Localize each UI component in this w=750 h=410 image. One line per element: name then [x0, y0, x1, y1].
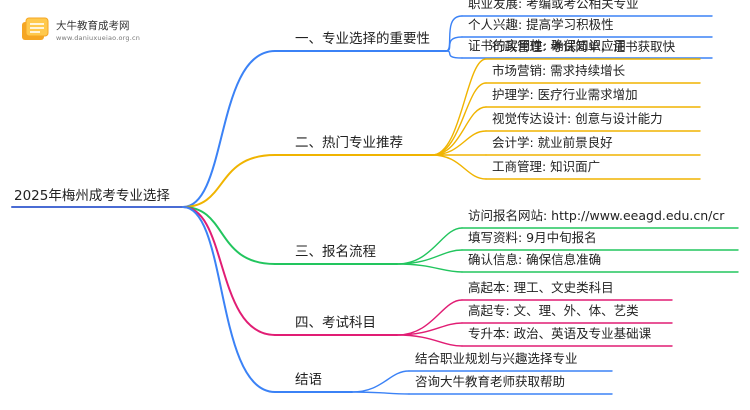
leaf-connector-conclusion-0: [351, 370, 410, 393]
leaf-connector-popular-1: [431, 82, 487, 156]
leaf-label-registration-0: 访问报名网站: http://www.eeagd.edu.cn/cr: [468, 208, 725, 223]
leaf-label-importance-2: 证书的实用性: 确保知识应用: [468, 38, 627, 53]
leaf-connector-popular-3: [431, 130, 487, 156]
leaf-label-importance-0: 职业发展: 考编或考公相关专业: [468, 0, 639, 11]
logo-title: 大牛教育成考网: [56, 20, 130, 32]
leaf-connector-conclusion-1: [351, 391, 410, 395]
leaf-connector-subjects-1: [396, 322, 463, 336]
branch-label-subjects: 四、考试科目: [295, 315, 376, 331]
leaf-label-importance-1: 个人兴趣: 提高学习积极性: [468, 17, 614, 32]
leaf-label-subjects-0: 高起本: 理工、文史类科目: [468, 280, 614, 295]
leaf-label-registration-1: 填写资料: 9月中旬报名: [468, 230, 597, 245]
leaf-label-conclusion-0: 结合职业规划与兴趣选择专业: [415, 351, 578, 366]
branch-connector-popular: [182, 154, 276, 208]
branch-label-importance: 一、专业选择的重要性: [295, 31, 430, 47]
branch-connector-registration: [182, 206, 276, 265]
leaf-label-popular-2: 护理学: 医疗行业需求增加: [492, 87, 638, 102]
logo-url: www.daniuxueiao.org.cn: [56, 34, 141, 42]
leaf-label-subjects-1: 高起专: 文、理、外、体、艺类: [468, 303, 639, 318]
leaf-label-popular-5: 工商管理: 知识面广: [492, 159, 601, 174]
leaf-connector-importance-0: [445, 15, 463, 52]
root-node-label: 2025年梅州成考专业选择: [14, 188, 170, 204]
leaf-label-conclusion-1: 咨询大牛教育老师获取帮助: [415, 374, 566, 389]
leaf-label-popular-3: 视觉传达设计: 创意与设计能力: [492, 111, 663, 126]
branch-connector-subjects: [182, 206, 276, 336]
leaf-label-popular-0: 行政管理: 考试简单，证书获取快: [492, 39, 676, 54]
site-logo: 大牛教育成考网 www.daniuxueiao.org.cn: [20, 14, 170, 48]
leaf-label-popular-4: 会计学: 就业前景良好: [492, 135, 613, 150]
leaf-label-subjects-2: 专升本: 政治、英语及专业基础课: [468, 326, 652, 341]
leaf-label-registration-2: 确认信息: 确保信息准确: [468, 252, 602, 267]
branch-label-conclusion: 结语: [295, 372, 322, 388]
leaf-connector-subjects-2: [396, 334, 463, 347]
leaf-connector-popular-5: [431, 154, 487, 180]
leaf-connector-popular-0: [431, 58, 487, 156]
leaf-connector-registration-2: [396, 263, 463, 273]
branch-label-registration: 三、报名流程: [295, 244, 376, 260]
leaf-connector-importance-2: [445, 50, 463, 59]
leaf-label-popular-1: 市场营销: 需求持续增长: [492, 63, 626, 78]
branch-connector-importance: [182, 50, 276, 208]
branch-connector-conclusion: [182, 206, 276, 393]
leaf-connector-popular-2: [431, 106, 487, 156]
leaf-connector-subjects-0: [396, 299, 463, 336]
open-book-icon: [22, 17, 49, 40]
branch-label-popular: 二、热门专业推荐: [295, 135, 403, 151]
